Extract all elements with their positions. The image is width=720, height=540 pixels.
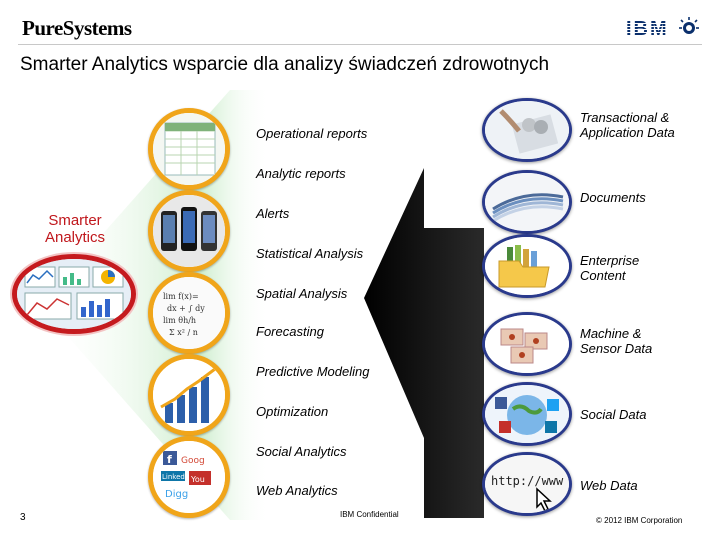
- svg-text:dx + ∫ dy: dx + ∫ dy: [167, 304, 205, 313]
- forecast-chart-image[interactable]: [148, 354, 230, 436]
- math-formula-icon: lim f(x)= dx + ∫ dy lim θh/h Σ x² / n: [153, 277, 225, 349]
- statistics-formulas-image[interactable]: lim f(x)= dx + ∫ dy lim θh/h Σ x² / n: [148, 272, 230, 354]
- label-enterprise-content: Enterprise Content: [580, 253, 640, 283]
- header-divider: [18, 44, 702, 45]
- svg-text:f: f: [167, 453, 172, 466]
- smartphones-icon: [153, 195, 225, 267]
- svg-text:You: You: [190, 475, 205, 484]
- source-sensor-image[interactable]: [482, 312, 572, 376]
- transaction-icon: [485, 101, 569, 159]
- web-url-text: http://www: [491, 474, 564, 488]
- smarter-analytics-label: Smarter Analytics: [44, 212, 106, 246]
- ibm-logo: IBM: [626, 18, 669, 40]
- svg-text:Σ x² / n: Σ x² / n: [169, 328, 198, 337]
- svg-text:Goog: Goog: [181, 456, 205, 466]
- svg-text:lim θh/h: lim θh/h: [163, 316, 196, 325]
- source-transactional-image[interactable]: [482, 98, 572, 162]
- folder-icon: [485, 237, 569, 295]
- item-statistical-analysis[interactable]: Statistical Analysis: [256, 246, 364, 261]
- item-predictive-modeling[interactable]: Predictive Modeling: [256, 364, 370, 379]
- brand-logo: PureSystems: [22, 16, 132, 40]
- label-social-data: Social Data: [580, 407, 647, 422]
- source-web-image[interactable]: http://www: [482, 452, 572, 516]
- smarter-planet-icon: [679, 17, 699, 34]
- svg-text:Linked: Linked: [162, 473, 185, 481]
- page-title: Smarter Analytics wsparcie dla analizy ś…: [20, 54, 550, 75]
- social-logos-image[interactable]: f Goog Linked You Digg: [148, 436, 230, 518]
- item-analytic-reports[interactable]: Analytic reports: [256, 166, 346, 181]
- mobile-alerts-image[interactable]: [148, 190, 230, 272]
- social-network-icon: [485, 385, 569, 443]
- spreadsheet-icon: [153, 113, 225, 185]
- label-transactional-data: Transactional & Application Data: [580, 110, 675, 140]
- item-optimization[interactable]: Optimization: [256, 404, 329, 419]
- svg-text:lim f(x)=: lim f(x)=: [163, 292, 199, 301]
- item-web-analytics[interactable]: Web Analytics: [256, 483, 338, 498]
- item-operational-reports[interactable]: Operational reports: [256, 126, 368, 141]
- data-flow-arrow: [364, 168, 484, 518]
- item-spatial-analysis[interactable]: Spatial Analysis: [256, 286, 348, 301]
- dashboard-thumbnail-icon: [17, 259, 131, 329]
- documents-icon: [485, 173, 569, 231]
- label-web-data: Web Data: [580, 478, 638, 493]
- item-alerts[interactable]: Alerts: [256, 206, 290, 221]
- item-forecasting[interactable]: Forecasting: [256, 324, 324, 339]
- source-documents-image[interactable]: [482, 170, 572, 234]
- confidential-notice: IBM Confidential: [340, 510, 399, 519]
- page-number: 3: [20, 512, 26, 523]
- web-url-icon: http://www: [485, 455, 569, 513]
- svg-text:Digg: Digg: [165, 489, 188, 500]
- analytics-dashboard-image[interactable]: [12, 254, 136, 334]
- label-documents: Documents: [580, 190, 646, 205]
- reports-spreadsheet-image[interactable]: [148, 108, 230, 190]
- social-media-logos-icon: f Goog Linked You Digg: [153, 441, 225, 513]
- label-machine-sensor-data: Machine & Sensor Data: [580, 326, 653, 356]
- source-social-image[interactable]: [482, 382, 572, 446]
- sensor-icon: [485, 315, 569, 373]
- item-social-analytics[interactable]: Social Analytics: [256, 444, 347, 459]
- copyright-notice: © 2012 IBM Corporation: [596, 516, 683, 525]
- bar-chart-growth-icon: [153, 359, 225, 431]
- source-enterprise-image[interactable]: [482, 234, 572, 298]
